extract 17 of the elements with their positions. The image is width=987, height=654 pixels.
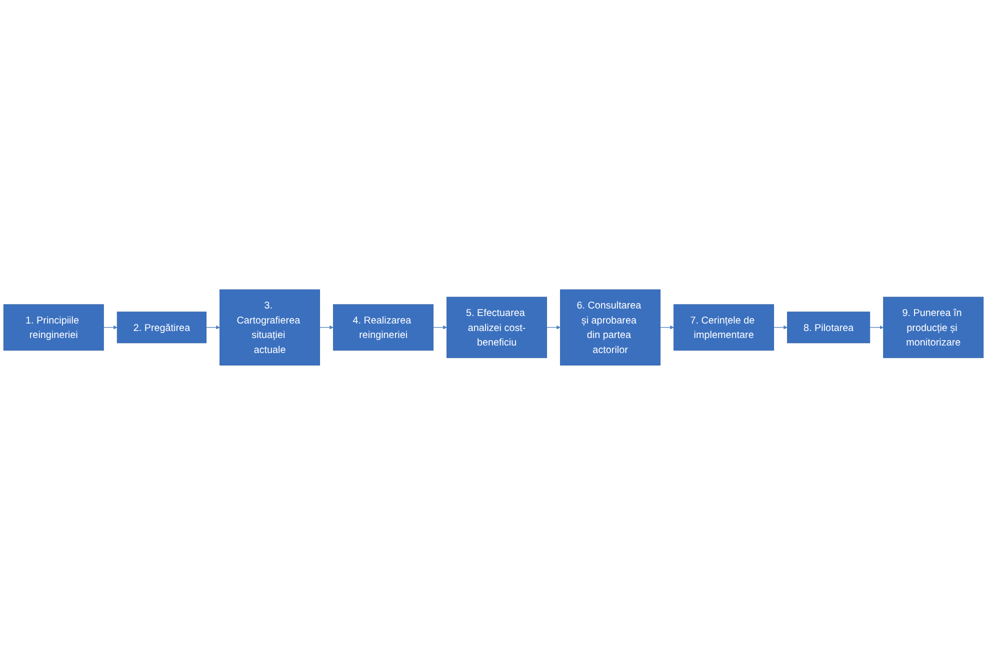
arrow [660,325,674,329]
node-box: 5. Efectuarea analizei cost-beneficiu [446,296,548,358]
node-box: 3. Cartografierea situației actuale [220,288,320,366]
node-box: 6. Consultarea și aprobarea din partea actorilor [560,288,661,366]
node-box: 7. Cerințele de implementare [674,304,774,350]
node-box: 4. Realizarea reingineriei [333,304,434,350]
arrow [432,325,447,329]
arrow [773,325,788,329]
node-box: 1. Principiile reingineriei [3,304,104,350]
arrow [870,325,884,329]
node-box: 2. Pregătirea [116,311,207,343]
arrow [546,325,560,329]
arrow [206,325,220,329]
node-box: 8. Pilotarea [787,311,870,343]
node-box: 9. Punerea în producție și monitorizare [883,296,984,358]
arrow [103,325,118,329]
arrow [319,325,334,329]
